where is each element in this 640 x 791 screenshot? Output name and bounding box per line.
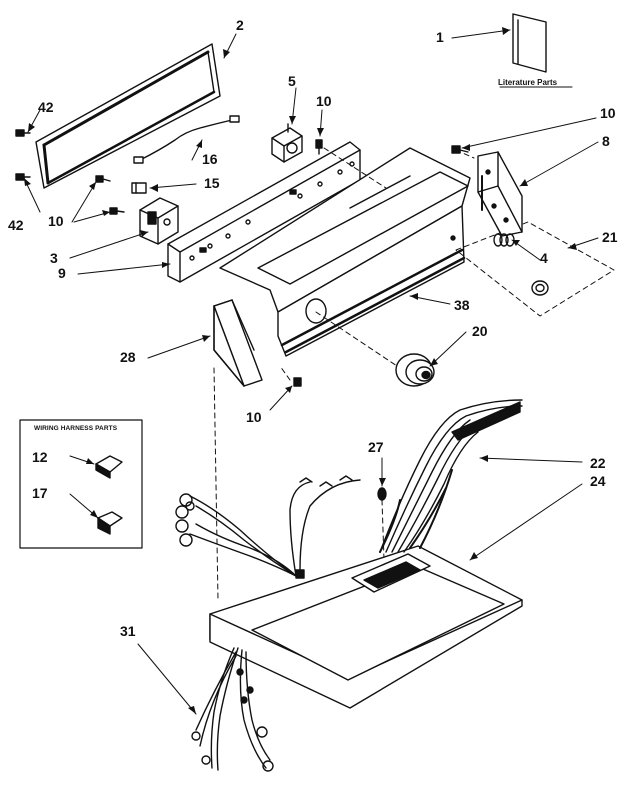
callout-38: 38 <box>454 297 470 313</box>
callout-8: 8 <box>602 133 610 149</box>
screw-10-right <box>451 145 469 154</box>
callout-27: 27 <box>368 439 384 455</box>
leader-arrowheads <box>24 27 577 714</box>
main-wire-harness-part <box>379 399 523 553</box>
callout-10-right: 10 <box>600 105 616 121</box>
end-cap-left-part <box>213 299 263 387</box>
callout-5: 5 <box>288 73 296 89</box>
callout-42-top: 42 <box>38 99 54 115</box>
callout-24: 24 <box>590 473 606 489</box>
callout-20: 20 <box>472 323 488 339</box>
switch-part <box>139 197 179 245</box>
literature-booklet-part <box>499 13 573 88</box>
callout-10-bottom: 10 <box>246 409 262 425</box>
callout-9: 9 <box>58 265 66 281</box>
callout-3: 3 <box>50 250 58 266</box>
callout-10-timer: 10 <box>316 93 332 109</box>
callout-2: 2 <box>236 17 244 33</box>
callout-16: 16 <box>202 151 218 167</box>
end-cap-right-part <box>477 151 523 237</box>
screw-10-left-a <box>95 175 111 183</box>
wiring-harness-parts-box <box>19 419 143 549</box>
callout-31: 31 <box>120 623 136 639</box>
screw-27 <box>377 487 387 501</box>
callout-21: 21 <box>602 229 618 245</box>
callout-4: 4 <box>540 250 548 266</box>
console-body-part <box>219 147 471 357</box>
screw-42-top <box>15 129 31 137</box>
screw-10-left-b <box>109 207 125 215</box>
knob-part <box>531 280 549 296</box>
callout-15: 15 <box>204 175 220 191</box>
callout-17: 17 <box>32 485 48 501</box>
callout-28: 28 <box>120 349 136 365</box>
callout-10-left: 10 <box>48 213 64 229</box>
callout-22: 22 <box>590 455 606 471</box>
screw-42-bottom <box>15 173 31 181</box>
screw-10-timer <box>315 139 323 155</box>
literature-parts-label: Literature Parts <box>498 78 558 87</box>
callout-1: 1 <box>436 29 444 45</box>
timer-part <box>271 123 303 163</box>
top-panel-part <box>209 545 523 709</box>
console-back-panel-part <box>35 43 221 189</box>
wire-lead-part <box>133 115 240 164</box>
timer-knob-part <box>395 353 435 387</box>
callout-42-bottom: 42 <box>8 217 24 233</box>
screw-10-bottom <box>293 377 302 387</box>
control-panel-part <box>167 141 361 283</box>
wiring-harness-parts-title: WIRING HARNESS PARTS <box>34 425 118 432</box>
terminal-part <box>131 182 147 194</box>
bottom-wire-harness-part <box>191 647 274 772</box>
callout-12: 12 <box>32 449 48 465</box>
left-wire-bundle <box>175 475 361 579</box>
